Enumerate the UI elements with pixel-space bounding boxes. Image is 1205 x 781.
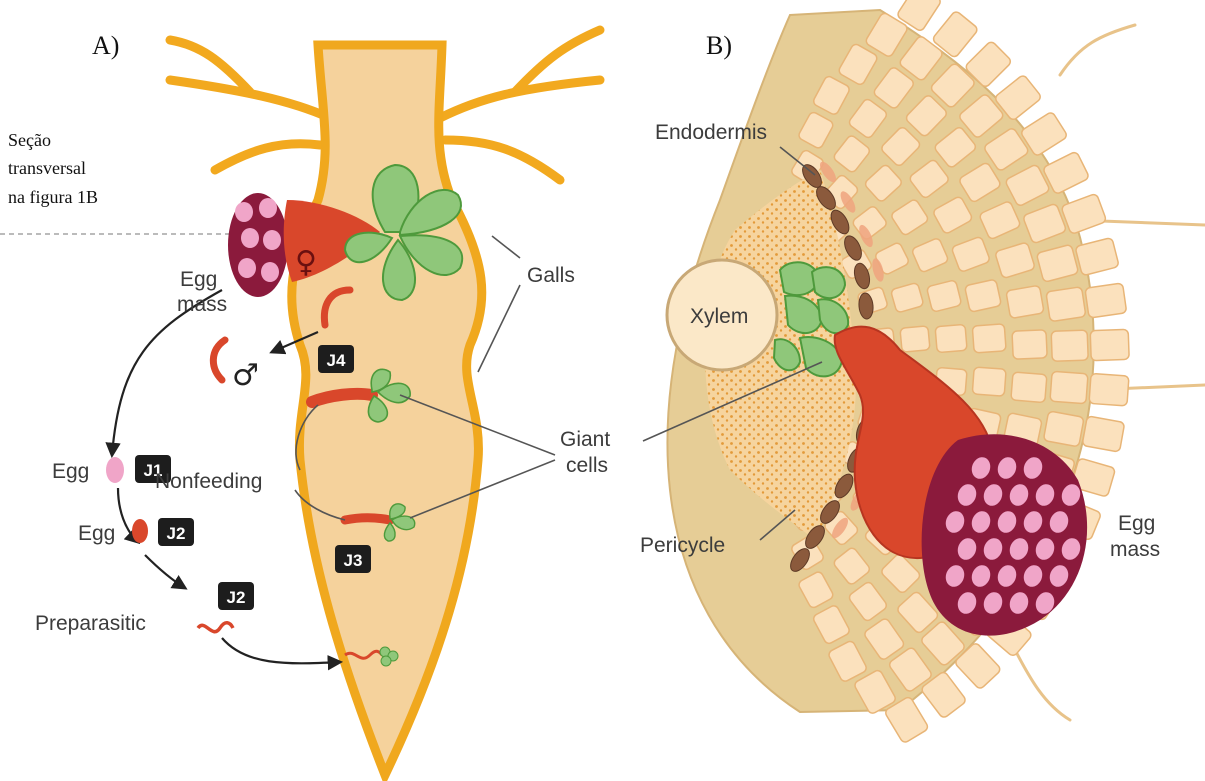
j3-nematode	[345, 518, 390, 520]
cortex-cell	[1082, 416, 1125, 452]
cortex-cell	[1043, 411, 1084, 447]
egg-mass-a	[228, 193, 288, 297]
cortex-cell	[972, 324, 1006, 353]
preparasitic-label: Preparasitic	[35, 612, 146, 635]
svg-text:J4: J4	[327, 351, 346, 370]
cortex-cell	[1046, 287, 1086, 322]
badge-j2-egg: J2	[158, 518, 194, 546]
cortex-cell	[1012, 330, 1047, 360]
badge-j4: J4	[318, 345, 354, 373]
pericycle-label: Pericycle	[640, 534, 725, 557]
svg-text:J3: J3	[344, 551, 363, 570]
cortex-cell	[1011, 372, 1047, 403]
cortex-cell	[1085, 283, 1127, 318]
section-note-line2: transversal	[8, 158, 86, 178]
badge-j3: J3	[335, 545, 371, 573]
svg-text:J2: J2	[227, 588, 246, 607]
cortex-cell	[1051, 330, 1088, 361]
cortex-cell	[1050, 371, 1088, 404]
giant-cells-label-line1: Giant	[560, 428, 610, 451]
cortex-cell	[964, 279, 1001, 312]
galls-label: Galls	[527, 264, 575, 287]
section-note-line3: na figura 1B	[8, 187, 98, 207]
panel-b-label: B)	[706, 31, 732, 60]
female-symbol: ♀	[295, 245, 317, 280]
egg-j1	[106, 457, 124, 483]
arrow-egg-j2-to-preparasitic	[145, 555, 185, 588]
panel-b-diagram: B) Endodermis Xylem Pericycle Egg mass	[640, 0, 1205, 744]
egg-mass-label-a-line1: Egg	[180, 268, 217, 291]
panel-a-diagram: ♀ ♂	[0, 30, 610, 775]
egg-label-j1: Egg	[52, 460, 89, 483]
cortex-cell	[1090, 329, 1129, 360]
endodermis-label: Endodermis	[655, 121, 767, 144]
egg-mass-label-b-line2: mass	[1110, 538, 1160, 561]
cortex-cell	[935, 324, 967, 352]
cortex-cell	[1006, 285, 1044, 318]
egg-mass-b	[922, 434, 1088, 635]
leader-galls-upper	[492, 236, 520, 258]
egg-label-j2: Egg	[78, 522, 115, 545]
giant-cells-label-line2: cells	[566, 454, 608, 477]
cortex-cell	[1089, 373, 1129, 406]
nonfeeding-label: Nonfeeding	[155, 470, 262, 493]
arrow-preparasitic-to-root	[222, 638, 340, 663]
egg-j2	[132, 519, 148, 543]
cortex-cell	[900, 326, 930, 352]
egg-mass-label-a-line2: mass	[177, 293, 227, 316]
section-note-line1: Seção	[8, 130, 51, 150]
xylem-label: Xylem	[690, 305, 748, 328]
panel-a-label: A)	[92, 31, 119, 60]
badge-j2-preparasitic: J2	[218, 582, 254, 610]
svg-text:J2: J2	[167, 524, 186, 543]
male-nematode	[213, 340, 225, 380]
male-symbol: ♂	[232, 358, 259, 393]
preparasitic-worm	[198, 623, 233, 632]
cortex-cell	[972, 367, 1006, 396]
egg-mass-label-b-line1: Egg	[1118, 512, 1155, 535]
